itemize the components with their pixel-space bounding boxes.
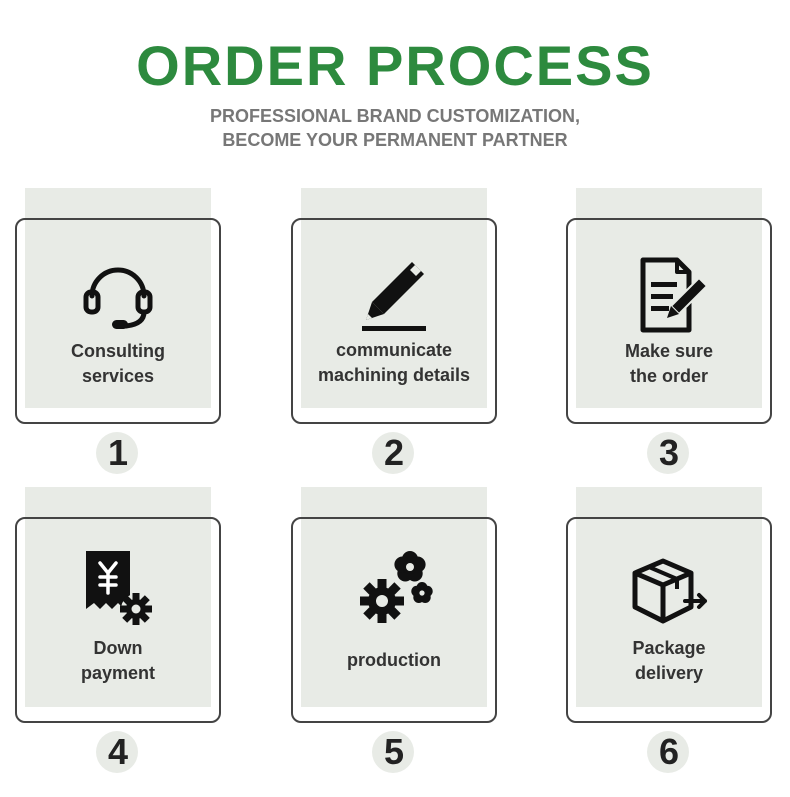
step-number: 5 [383,731,405,772]
step-label: Package delivery [566,636,772,686]
step-label-line-1: communicate [335,340,453,360]
step-number: 2 [383,432,405,473]
package-delivery-icon [632,558,707,624]
step-card [291,218,497,424]
step-label: communicate machining details [291,338,497,388]
step-label-line-1: production [347,650,441,670]
step-card [15,517,221,723]
step-label-line-1: Make sure [624,341,714,361]
step-panel [25,188,211,408]
step-number-badge [372,731,414,773]
step-number-badge [96,731,138,773]
pencil-icon [362,262,426,331]
step-label-line-2: the order [629,366,708,386]
page-title: ORDER PROCESS [136,34,654,97]
step-label: Consulting services [15,339,221,389]
step-label-line-2: delivery [634,663,704,683]
step-label-line-1: Consulting [71,341,165,361]
step-panel [576,487,762,707]
headset-icon [83,267,153,329]
gears-icon [360,551,433,623]
step-6-package-delivery: Package delivery 6 [566,487,772,777]
page-subtitle: PROFESSIONAL BRAND CUSTOMIZATION, BECOME… [0,104,790,152]
step-number: 3 [658,432,680,473]
step-card [566,517,772,723]
step-number: 1 [107,432,129,473]
subtitle-line-1: PROFESSIONAL BRAND CUSTOMIZATION, [209,106,580,126]
step-5-production: production 5 [291,487,497,777]
step-label: production [291,648,497,673]
step-number-badge [647,731,689,773]
payment-gear-icon [86,551,152,625]
step-number: 4 [107,731,129,772]
step-label-line-2: machining details [317,365,471,385]
step-4-down-payment: Down payment 4 [15,487,221,777]
step-card [15,218,221,424]
step-label: Make sure the order [566,339,772,389]
step-label-line-1: Package [632,638,706,658]
step-number: 6 [658,731,680,772]
step-card [291,517,497,723]
document-edit-icon [640,257,709,333]
step-card [566,218,772,424]
step-number-badge [647,432,689,474]
step-label: Down payment [15,636,221,686]
step-3-confirm-order: Make sure the order 3 [566,188,772,478]
step-label-line-2: payment [80,663,156,683]
subtitle-line-2: BECOME YOUR PERMANENT PARTNER [222,130,568,150]
step-label-line-1: Down [93,638,143,658]
step-number-badge [96,432,138,474]
step-number-badge [372,432,414,474]
step-2-communicate: communicate machining details 2 [291,188,497,478]
step-1-consulting: Consulting services 1 [15,188,221,478]
step-label-line-2: services [81,366,155,386]
